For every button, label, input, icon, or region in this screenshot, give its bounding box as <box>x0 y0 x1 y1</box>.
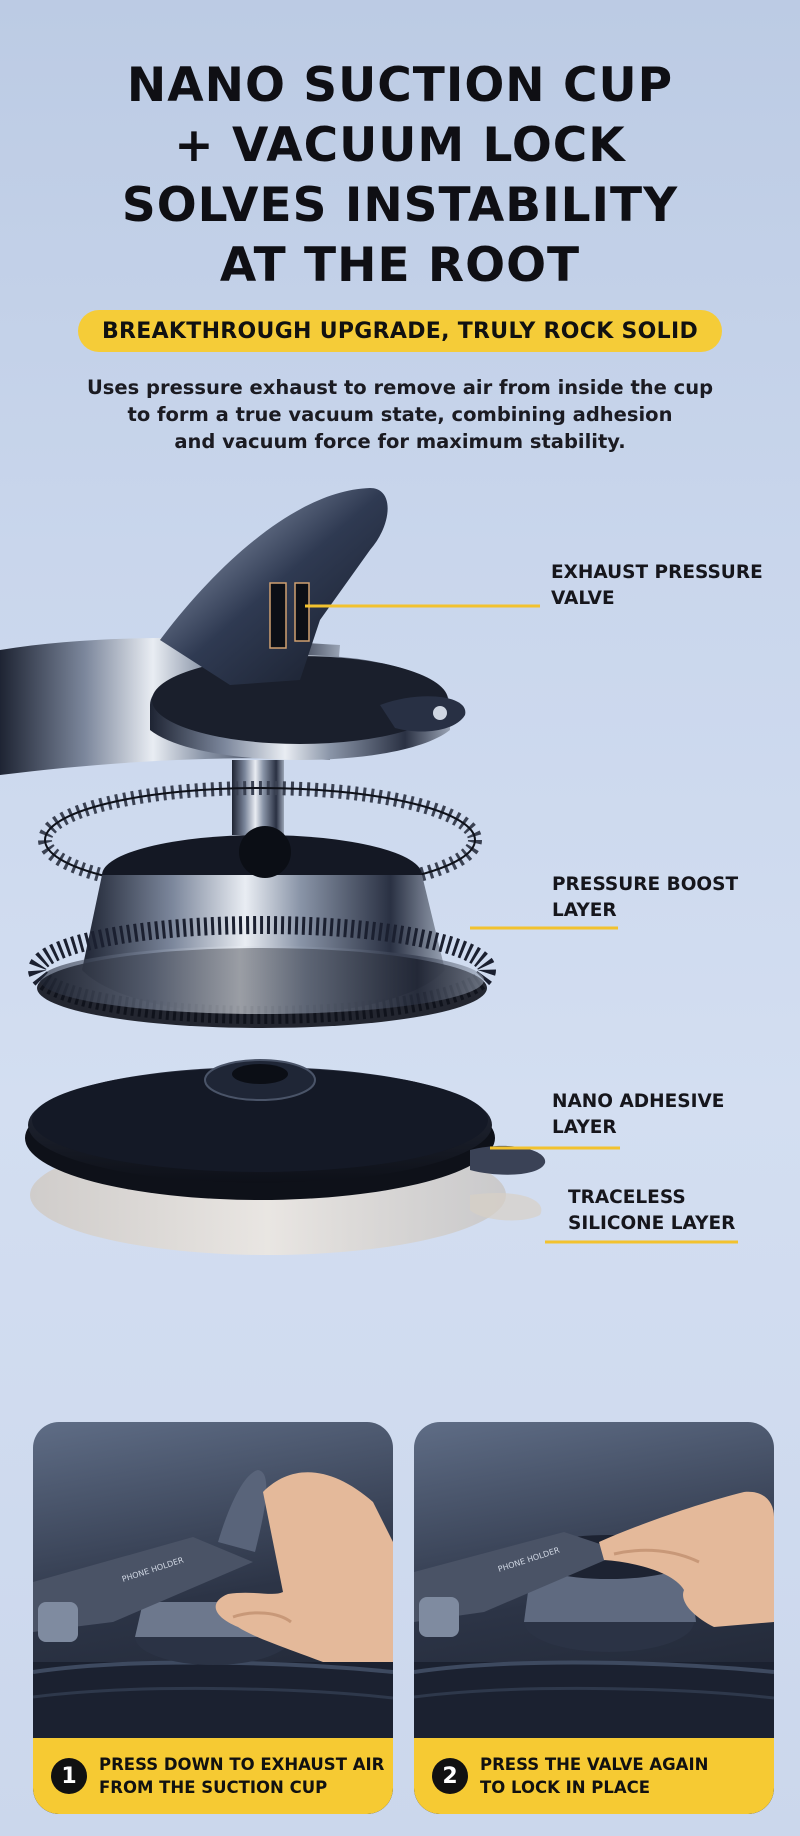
callout-nano-adhesive: NANO ADHESIVE LAYER <box>552 1089 724 1141</box>
callout-exhaust-valve: EXHAUST PRESSURE VALVE <box>551 560 763 612</box>
callout-pressure-boost: PRESSURE BOOST LAYER <box>552 872 738 924</box>
step-text-line: PRESS DOWN TO EXHAUST AIR <box>99 1755 385 1774</box>
callout-line: SILICONE LAYER <box>568 1213 736 1234</box>
description: Uses pressure exhaust to remove air from… <box>60 374 740 455</box>
step-panel-2: PHONE HOLDER 2 PRESS THE VALVE AGAIN TO … <box>414 1422 774 1814</box>
description-line: Uses pressure exhaust to remove air from… <box>86 376 714 399</box>
step-caption-2: 2 PRESS THE VALVE AGAIN TO LOCK IN PLACE <box>414 1738 774 1814</box>
step-text-line: PRESS THE VALVE AGAIN <box>480 1755 709 1774</box>
callout-line: TRACELESS <box>568 1187 686 1208</box>
center-stem <box>232 760 284 835</box>
step-text-line: FROM THE SUCTION CUP <box>99 1778 328 1797</box>
step-panel-1: PHONE HOLDER 1 PRESS DOWN TO EXHAUST AIR… <box>33 1422 393 1814</box>
callout-line: EXHAUST PRESSURE <box>551 562 763 583</box>
step-number-badge: 2 <box>432 1758 468 1794</box>
step-1-photo: PHONE HOLDER <box>33 1470 393 1752</box>
callout-line: LAYER <box>552 1117 617 1138</box>
callout-traceless-silicone: TRACELESS SILICONE LAYER <box>568 1185 735 1237</box>
headline-line: AT THE ROOT <box>219 238 581 293</box>
step-number-badge: 1 <box>51 1758 87 1794</box>
description-line: and vacuum force for maximum stability. <box>174 430 626 453</box>
description-line: to form a true vacuum state, combining a… <box>127 403 673 426</box>
callout-line: PRESSURE BOOST <box>552 874 739 895</box>
tagline-text: BREAKTHROUGH UPGRADE, TRULY ROCK SOLID <box>101 318 699 344</box>
step-2-photo: PHONE HOLDER <box>414 1491 774 1752</box>
tagline-badge: BREAKTHROUGH UPGRADE, TRULY ROCK SOLID <box>78 310 722 352</box>
headline: NANO SUCTION CUP + VACUUM LOCK SOLVES IN… <box>0 56 800 296</box>
callout-line: NANO ADHESIVE <box>552 1091 725 1112</box>
callout-line: LAYER <box>552 900 617 921</box>
step-text-line: TO LOCK IN PLACE <box>480 1778 651 1797</box>
step-caption-1: 1 PRESS DOWN TO EXHAUST AIR FROM THE SUC… <box>33 1738 393 1814</box>
exploded-product-illustration <box>0 488 738 1255</box>
callout-line: VALVE <box>551 588 615 609</box>
headline-line: + VACUUM LOCK <box>174 118 626 173</box>
headline-line: NANO SUCTION CUP <box>126 58 674 113</box>
headline-line: SOLVES INSTABILITY <box>121 178 679 233</box>
